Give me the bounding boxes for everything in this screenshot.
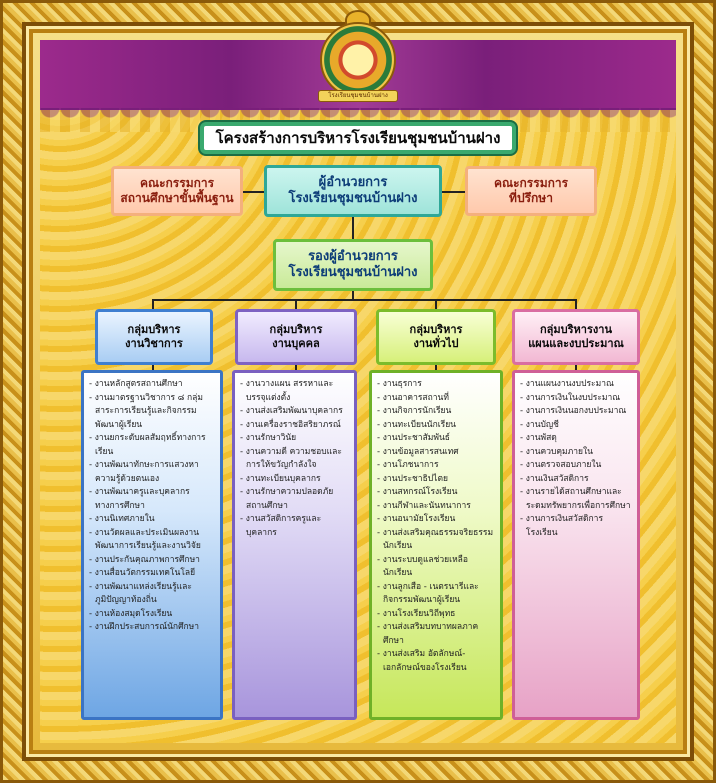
task-list-item: งานการเงินในงบประมาณ <box>520 392 633 406</box>
connector-deputy-down <box>352 290 354 300</box>
general-task-list: งานธุรการงานอาคารสถานที่งานกิจการนักเรีย… <box>369 370 503 720</box>
group-header-personnel: กลุ่มบริหาร งานบุคคล <box>235 309 357 365</box>
group-1-line1: กลุ่มบริหาร <box>127 323 181 337</box>
gold-pattern-band <box>40 110 676 132</box>
connector-board-right <box>441 191 466 193</box>
task-list-item: งานนิเทศภายใน <box>89 513 216 527</box>
task-list-item: งานวางแผน สรรหาและบรรจุแต่งตั้ง <box>240 378 350 405</box>
group-4-line2: แผนและงบประมาณ <box>528 337 624 350</box>
chart-title: โครงสร้างการบริหารโรงเรียนชุมชนบ้านฝาง <box>200 122 516 154</box>
deputy-line2: โรงเรียนชุมชนบ้านฝาง <box>288 265 418 280</box>
emblem-ribbon: โรงเรียนชุมชนบ้านฝาง <box>318 90 398 102</box>
group-4-line1: กลุ่มบริหารงาน <box>540 323 612 337</box>
connector-group-2 <box>295 299 297 310</box>
connector-horizontal-bus <box>152 299 576 301</box>
task-list-item: งานประชาธิปไตย <box>377 473 496 487</box>
connector-col-4 <box>575 364 577 371</box>
group-2-line1: กลุ่มบริหาร <box>269 323 323 337</box>
personnel-task-list: งานวางแผน สรรหาและบรรจุแต่งตั้งงานส่งเสร… <box>232 370 357 720</box>
task-list-item: งานเงินสวัสดิการ <box>520 473 633 487</box>
task-list-item: งานประกันคุณภาพการศึกษา <box>89 554 216 568</box>
task-list-item: งานวัดผลและประเมินผลงานพัฒนาการเรียนรู้แ… <box>89 527 216 554</box>
task-list-item: งานแผนงานงบประมาณ <box>520 378 633 392</box>
task-list-item: งานกีฬาและนันทนาการ <box>377 500 496 514</box>
connector-col-1 <box>152 364 154 371</box>
task-list-item: งานสวัสดิการครูและบุคลากร <box>240 513 350 540</box>
task-list-item: งานเครื่องราชอิสริยาภรณ์ <box>240 419 350 433</box>
task-list-item: งานพัฒนาแหล่งเรียนรู้และภูมิปัญญาท้องถิ่… <box>89 581 216 608</box>
task-list-item: งานอาคารสถานที่ <box>377 392 496 406</box>
connector-col-3 <box>435 364 437 371</box>
task-list-item: งานส่งเสริมพัฒนาบุคลากร <box>240 405 350 419</box>
board-advisory: คณะกรรมการ ที่ปรึกษา <box>465 166 597 216</box>
group-3-line1: กลุ่มบริหาร <box>409 323 463 337</box>
task-list-item: งานโภชนาการ <box>377 459 496 473</box>
task-list-item: งานทะเบียนนักเรียน <box>377 419 496 433</box>
task-list-item: งานความดี ความชอบและการให้ขวัญกำลังใจ <box>240 446 350 473</box>
task-list-item: งานรายได้สถานศึกษาและระดมทรัพยากรเพื่อกา… <box>520 486 633 513</box>
task-list-item: งานรักษาความปลอดภัยสถานศึกษา <box>240 486 350 513</box>
group-2-line2: งานบุคคล <box>272 337 320 350</box>
task-list-item: งานประชาสัมพันธ์ <box>377 432 496 446</box>
academic-task-list: งานหลักสูตรสถานศึกษางานมาตรฐานวิชาการ ๘ … <box>81 370 223 720</box>
task-list-item: งานระบบดูแลช่วยเหลือนักเรียน <box>377 554 496 581</box>
task-list-item: งานการเงินนอกงบประมาณ <box>520 405 633 419</box>
task-list-item: งานโรงเรียนวิถีพุทธ <box>377 608 496 622</box>
director-line2: โรงเรียนชุมชนบ้านฝาง <box>288 191 418 206</box>
board-right-line1: คณะกรรมการ <box>493 176 569 190</box>
task-list-item: งานส่งเสริมบทบาทผลภาคศึกษา <box>377 621 496 648</box>
budget-task-list: งานแผนงานงบประมาณงานการเงินในงบประมาณงาน… <box>512 370 640 720</box>
task-list-item: งานตรวจสอบภายใน <box>520 459 633 473</box>
task-list-item: งานส่งเสริม อัตลักษณ์-เอกลักษณ์ของโรงเรี… <box>377 648 496 675</box>
task-list-item: งานกิจการนักเรียน <box>377 405 496 419</box>
task-list-item: งานส่งเสริมคุณธรรมจริยธรรมนักเรียน <box>377 527 496 554</box>
task-list-item: งานพัฒนาครูและบุคลากรทางการศึกษา <box>89 486 216 513</box>
task-list-item: งานยกระดับผลสัมฤทธิ์ทางการเรียน <box>89 432 216 459</box>
task-list-item: งานห้องสมุดโรงเรียน <box>89 608 216 622</box>
task-list-item: งานข้อมูลสารสนเทศ <box>377 446 496 460</box>
deputy-director-box: รองผู้อำนวยการ โรงเรียนชุมชนบ้านฝาง <box>273 239 433 291</box>
task-list-item: งานมาตรฐานวิชาการ ๘ กลุ่มสาระการเรียนรู้… <box>89 392 216 433</box>
connector-col-2 <box>295 364 297 371</box>
task-list-item: งานสื่อนวัตกรรมเทคโนโลยี <box>89 567 216 581</box>
group-header-general: กลุ่มบริหาร งานทั่วไป <box>376 309 496 365</box>
task-list-item: งานหลักสูตรสถานศึกษา <box>89 378 216 392</box>
task-list-item: งานธุรการ <box>377 378 496 392</box>
director-box: ผู้อำนวยการ โรงเรียนชุมชนบ้านฝาง <box>264 165 442 217</box>
connector-board-left <box>242 191 266 193</box>
connector-group-1 <box>152 299 154 310</box>
board-right-line2: ที่ปรึกษา <box>509 191 553 205</box>
director-line1: ผู้อำนวยการ <box>318 174 388 190</box>
task-list-item: งานควบคุมภายใน <box>520 446 633 460</box>
group-header-academic: กลุ่มบริหาร งานวิชาการ <box>95 309 213 365</box>
group-3-line2: งานทั่วไป <box>413 337 459 350</box>
task-list-item: งานพัฒนาทักษะการแสวงหาความรู้ด้วยตนเอง <box>89 459 216 486</box>
connector-group-4 <box>575 299 577 310</box>
task-list-item: งานรักษาวินัย <box>240 432 350 446</box>
task-list-item: งานบัญชี <box>520 419 633 433</box>
task-list-item: งานทะเบียนบุคลากร <box>240 473 350 487</box>
task-list-item: งานฝึกประสบการณ์นักศึกษา <box>89 621 216 635</box>
deputy-line1: รองผู้อำนวยการ <box>308 248 398 264</box>
group-header-budget: กลุ่มบริหารงาน แผนและงบประมาณ <box>512 309 640 365</box>
connector-group-3 <box>435 299 437 310</box>
connector-director-deputy <box>352 216 354 240</box>
task-list-item: งานการเงินสวัสดิการโรงเรียน <box>520 513 633 540</box>
group-1-line2: งานวิชาการ <box>125 337 183 350</box>
task-list-item: งานลูกเสือ - เนตรนารีและกิจกรรมพัฒนาผู้เ… <box>377 581 496 608</box>
school-emblem-icon <box>320 22 396 98</box>
board-basic-education: คณะกรรมการ สถานศึกษาขั้นพื้นฐาน <box>111 166 243 216</box>
board-left-line1: คณะกรรมการ <box>139 176 215 190</box>
board-left-line2: สถานศึกษาขั้นพื้นฐาน <box>120 191 234 205</box>
task-list-item: งานอนามัยโรงเรียน <box>377 513 496 527</box>
task-list-item: งานพัสดุ <box>520 432 633 446</box>
task-list-item: งานสหกรณ์โรงเรียน <box>377 486 496 500</box>
